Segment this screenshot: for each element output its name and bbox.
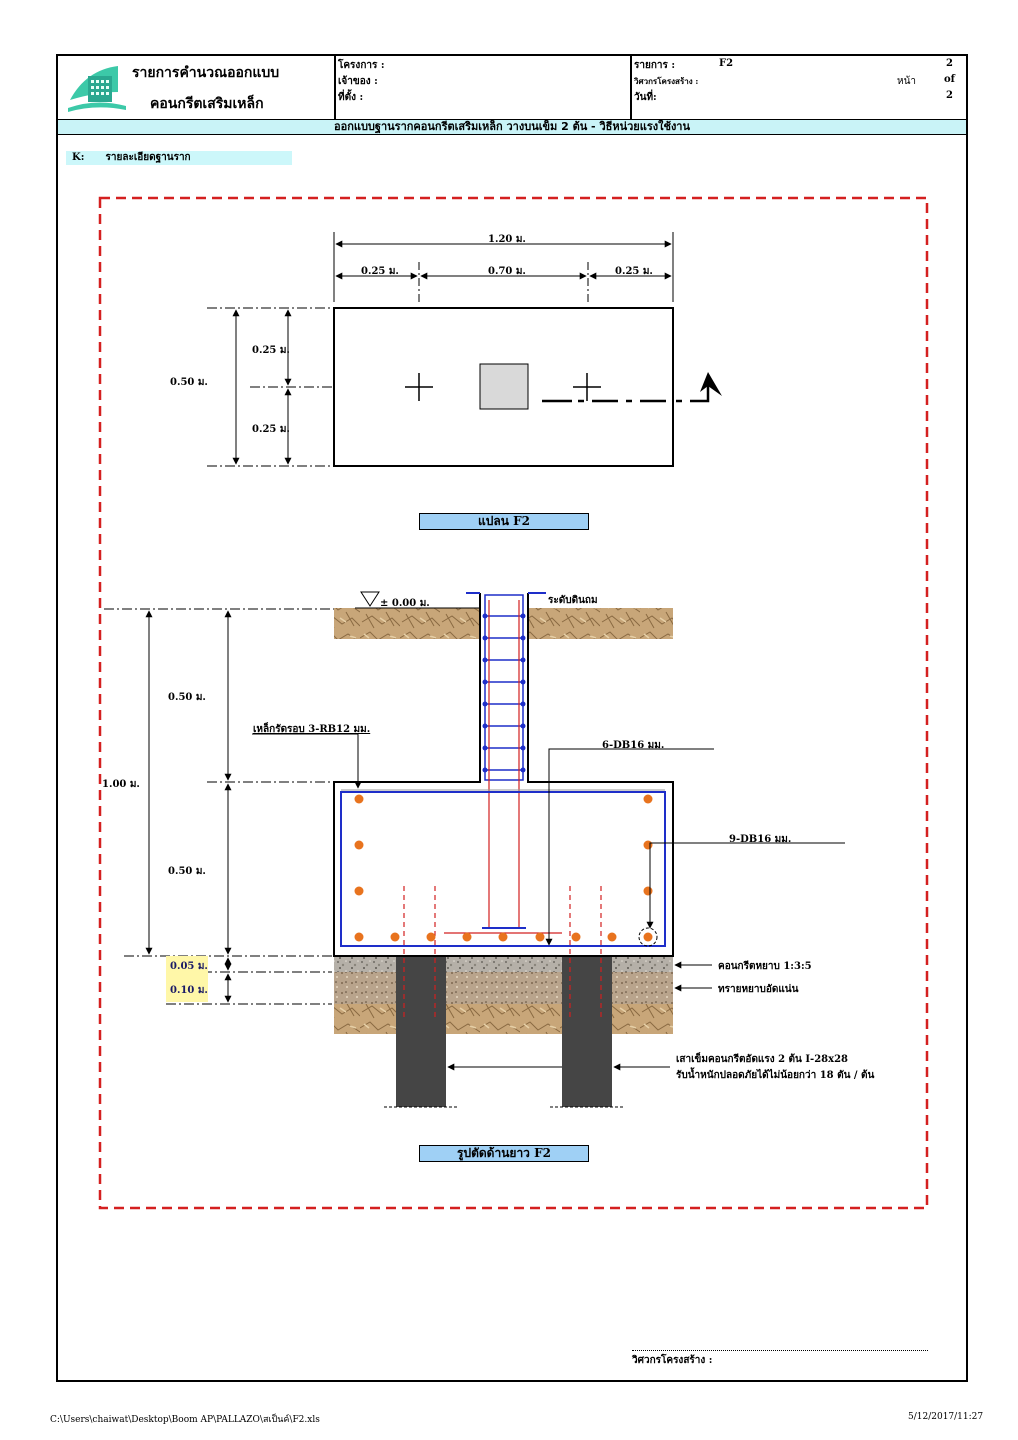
owner-label: เจ้าของ :: [338, 76, 378, 87]
lean-concrete-label: คอนกรีตหยาบ 1:3:5: [718, 961, 812, 972]
pile-left: [396, 949, 446, 1107]
section-heading: K: รายละเอียดฐานราก: [66, 151, 292, 165]
header-divider: [630, 56, 632, 119]
detail-border: [98, 196, 929, 1210]
date-label: วันที่:: [634, 92, 657, 103]
header-divider: [334, 56, 336, 119]
plan-column: [479, 363, 529, 410]
compacted-sand-layer: [334, 972, 673, 1004]
section-dim-total: 1.00 ม.: [102, 779, 140, 790]
section-dim-col: 0.50 ม.: [168, 692, 206, 703]
plan-dim-total: 1.20 ม.: [488, 234, 526, 245]
page-label: หน้า: [897, 76, 917, 87]
section-title: รายละเอียดฐานราก: [105, 152, 191, 163]
header-title-line2: คอนกรีตเสริมเหล็ก: [150, 96, 264, 112]
page-frame: [56, 54, 968, 1382]
company-logo-icon: [68, 66, 126, 112]
file-path: C:\Users\chaiwat\Desktop\Boom AP\PALLAZO…: [50, 1415, 320, 1425]
section-code: K:: [72, 152, 85, 163]
pile-mark: [405, 373, 433, 401]
plan-dim-height: 0.50 ม.: [170, 377, 208, 388]
ground-level-label: ± 0.00 ม.: [380, 598, 430, 609]
signature-line: [632, 1350, 928, 1351]
pile-label-1: เสาเข็มคอนกรีตอัดแรง 2 ต้น I-28x28: [676, 1054, 848, 1065]
fill-soil-left: [334, 608, 480, 639]
ground-label: ระดับดินถม: [548, 595, 598, 606]
project-label: โครงการ :: [338, 60, 385, 71]
plan-caption: แปลน F2: [419, 513, 589, 530]
plan-dim-mid: 0.70 ม.: [488, 266, 526, 277]
plan-dim-right: 0.25 ม.: [615, 266, 653, 277]
pile-right: [562, 949, 612, 1107]
section-dim-sand: 0.10 ม.: [170, 985, 208, 996]
plan-dim-h-bot: 0.25 ม.: [252, 424, 290, 435]
lean-concrete-layer: [334, 956, 673, 972]
engineer-label: วิศวกรโครงสร้าง :: [634, 76, 699, 86]
column-bar-label: 6-DB16 มม.: [602, 740, 665, 751]
page-number: 2: [946, 58, 953, 69]
item-label: รายการ :: [634, 60, 676, 71]
location-label: ที่ตั้ง :: [338, 92, 364, 103]
design-banner: ออกแบบฐานรากคอนกรีตเสริมเหล็ก วางบนเข็ม …: [58, 119, 966, 135]
signature-label: วิศวกรโครงสร้าง :: [632, 1355, 713, 1366]
sand-label: ทรายหยาบอัดแน่น: [718, 984, 799, 995]
section-caption: รูปตัดด้านยาว F2: [419, 1145, 589, 1162]
section-view: [104, 591, 845, 1108]
stirrup-label: เหล็กรัดรอบ 3-RB12 มม.: [253, 724, 371, 735]
item-value: F2: [719, 58, 734, 69]
print-timestamp: 5/12/2017/11:27: [908, 1412, 984, 1422]
pile-mark: [573, 373, 601, 401]
plan-view: [207, 232, 722, 467]
plan-dim-h-top: 0.25 ม.: [252, 345, 290, 356]
section-dim-lean: 0.05 ม.: [170, 961, 208, 972]
page-total: 2: [946, 90, 953, 101]
section-dim-footing: 0.50 ม.: [168, 866, 206, 877]
footing-section: [333, 593, 674, 957]
fill-soil-right: [528, 608, 673, 639]
of-label: of: [944, 74, 955, 85]
footing-bar-label: 9-DB16 มม.: [729, 834, 792, 845]
header-title-line1: รายการคำนวณออกแบบ: [132, 65, 280, 81]
natural-soil-layer: [334, 1004, 673, 1034]
plan-dim-left: 0.25 ม.: [361, 266, 399, 277]
pile-label-2: รับน้ำหนักปลอดภัยได้ไม่น้อยกว่า 18 ตัน /…: [676, 1070, 875, 1081]
